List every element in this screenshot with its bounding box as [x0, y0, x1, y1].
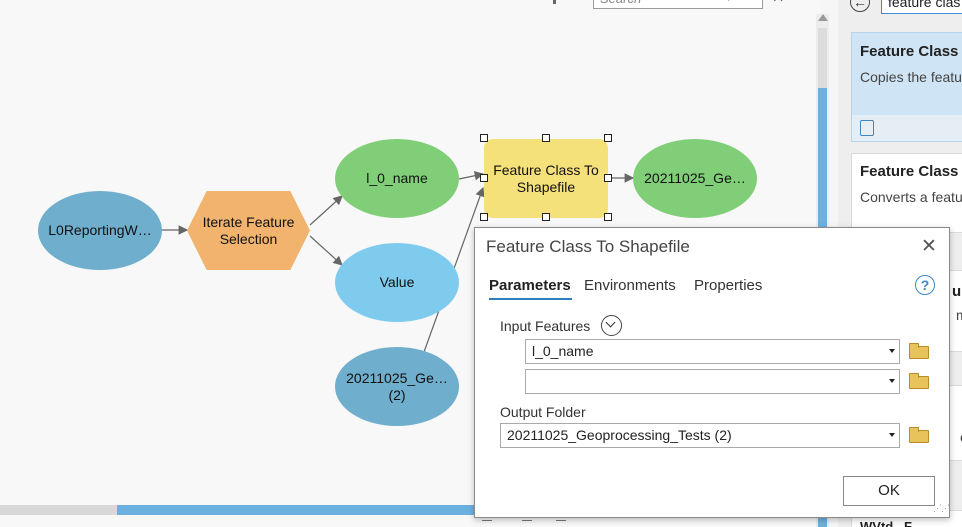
- dialog-title: Feature Class To Shapefile: [486, 237, 690, 256]
- scroll-up-icon[interactable]: [818, 14, 828, 21]
- help-icon[interactable]: ?: [915, 275, 935, 295]
- input-features-select-2[interactable]: [525, 369, 900, 394]
- tool-result-title: Feature Class: [860, 43, 959, 60]
- tool-result-footer: [852, 115, 962, 141]
- chevron-down-icon[interactable]: ▾: [726, 0, 732, 4]
- node-value[interactable]: Value: [335, 243, 459, 322]
- folder-icon[interactable]: [909, 373, 929, 389]
- input-features-value: l_0_name: [532, 343, 594, 359]
- folder-icon[interactable]: [909, 427, 929, 443]
- tool-result-description: or: [960, 429, 962, 445]
- connector-iterate-to-value: [309, 235, 343, 266]
- script-icon[interactable]: [860, 120, 874, 136]
- folder-icon[interactable]: [909, 343, 929, 359]
- vertical-scrollbar-track: [818, 28, 827, 88]
- connector-iterate-to-name: [309, 195, 343, 226]
- input-features-select[interactable]: l_0_name: [525, 339, 900, 364]
- nav-arrows-icon[interactable]: ‹ ›: [772, 0, 784, 5]
- tool-result-title: WVtd.. F...: [860, 519, 922, 527]
- selection-handle[interactable]: [480, 213, 488, 221]
- toolbar-divider: [553, 0, 556, 4]
- selection-handle[interactable]: [604, 134, 612, 142]
- selection-handle[interactable]: [480, 174, 488, 182]
- tool-result-description: Converts a featu: [860, 189, 962, 205]
- dropdown-caret-icon[interactable]: [889, 433, 895, 437]
- selection-handle[interactable]: [542, 213, 550, 221]
- selection-handle[interactable]: [542, 134, 550, 142]
- tool-result-description: Copies the featu: [860, 69, 962, 85]
- tool-search-input[interactable]: feature clas: [881, 0, 962, 14]
- tool-result-title: ure: [952, 283, 962, 300]
- input-features-label: Input Features: [500, 318, 591, 334]
- tab-parameters[interactable]: Parameters: [489, 277, 571, 294]
- back-arrow-icon[interactable]: ←: [850, 0, 870, 12]
- tool-result-description: mp: [956, 307, 962, 323]
- tool-result-card[interactable]: Feature Class Converts a featu: [851, 153, 962, 233]
- bottom-toolbar-icons[interactable]: [482, 520, 572, 527]
- tab-properties[interactable]: Properties: [694, 277, 763, 294]
- selection-handle[interactable]: [604, 213, 612, 221]
- node-geoprocessing-tests-2[interactable]: 20211025_Ge… (2): [335, 347, 459, 426]
- tool-result-title: Feature Class: [860, 163, 959, 180]
- dropdown-caret-icon[interactable]: [889, 379, 895, 383]
- output-folder-label: Output Folder: [500, 404, 586, 420]
- output-folder-select[interactable]: 20211025_Geoprocessing_Tests (2): [500, 423, 900, 448]
- horizontal-scrollbar-thumb[interactable]: [117, 505, 820, 515]
- node-iterate-feature-selection[interactable]: Iterate Feature Selection: [187, 191, 310, 270]
- chevron-down-icon[interactable]: [601, 315, 622, 336]
- resize-grip-icon[interactable]: ⋰⋰: [933, 503, 950, 513]
- active-tab-indicator: [489, 298, 572, 300]
- connector-name-to-tool: [458, 171, 485, 181]
- node-output-geoprocessing[interactable]: 20211025_Ge…: [633, 139, 757, 218]
- canvas-search-input[interactable]: Search: [593, 0, 763, 9]
- node-l0-name[interactable]: l_0_name: [335, 139, 459, 218]
- ok-button[interactable]: OK: [843, 476, 935, 506]
- feature-class-to-shapefile-dialog: Feature Class To Shapefile ✕ Parameters …: [474, 227, 950, 518]
- tab-environments[interactable]: Environments: [584, 277, 676, 294]
- node-feature-class-to-shapefile[interactable]: Feature Class To Shapefile: [484, 139, 608, 218]
- tool-result-card[interactable]: Feature Class Copies the featu: [851, 32, 962, 142]
- output-folder-value: 20211025_Geoprocessing_Tests (2): [507, 427, 732, 443]
- close-icon[interactable]: ✕: [921, 236, 937, 257]
- selection-handle[interactable]: [480, 134, 488, 142]
- node-l0-reporting[interactable]: L0ReportingW…: [38, 191, 162, 270]
- selection-handle[interactable]: [604, 174, 612, 182]
- dropdown-caret-icon[interactable]: [889, 349, 895, 353]
